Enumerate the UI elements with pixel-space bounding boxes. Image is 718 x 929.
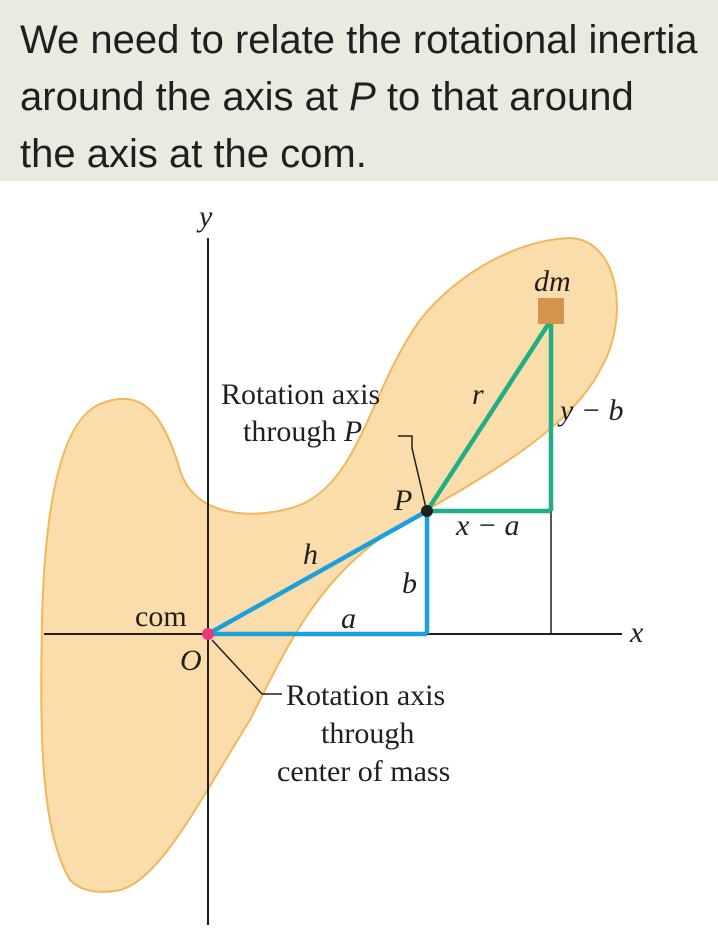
p-leader-line (398, 435, 427, 509)
com-label: com (135, 600, 187, 633)
h-label: h (303, 538, 318, 571)
axis-p-annotation-line2: through P (243, 415, 362, 448)
b-label: b (402, 567, 417, 600)
axis-com-annotation-line3: center of mass (277, 755, 450, 788)
y-axis-label: y (196, 200, 213, 233)
h-segment (206, 509, 429, 636)
point-p-dot (421, 505, 433, 517)
axis-p-annotation-line1: Rotation axis (221, 378, 380, 411)
rotation-diagram: y x dm r y − b x − a P h b a com O Rotat… (40, 200, 644, 925)
a-label: a (341, 602, 356, 635)
caption-point-label: P (349, 75, 376, 119)
p-label: P (393, 484, 412, 517)
dm-label: dm (534, 265, 571, 298)
r-segment (425, 318, 553, 513)
com-dot (202, 628, 214, 640)
axis-com-annotation-line1: Rotation axis (286, 679, 445, 712)
y-minus-b-label: y − b (557, 394, 624, 427)
axis-com-annotation-line2: through (321, 717, 414, 750)
caption-box: We need to relate the rotational inertia… (0, 0, 718, 181)
mass-element-dm (538, 298, 564, 324)
r-label: r (472, 378, 484, 411)
caption-text: We need to relate the rotational inertia… (20, 18, 698, 176)
com-leader-line (211, 639, 263, 695)
x-axis-label: x (629, 616, 644, 649)
x-minus-a-label: x − a (455, 509, 520, 542)
origin-label: O (180, 644, 202, 677)
